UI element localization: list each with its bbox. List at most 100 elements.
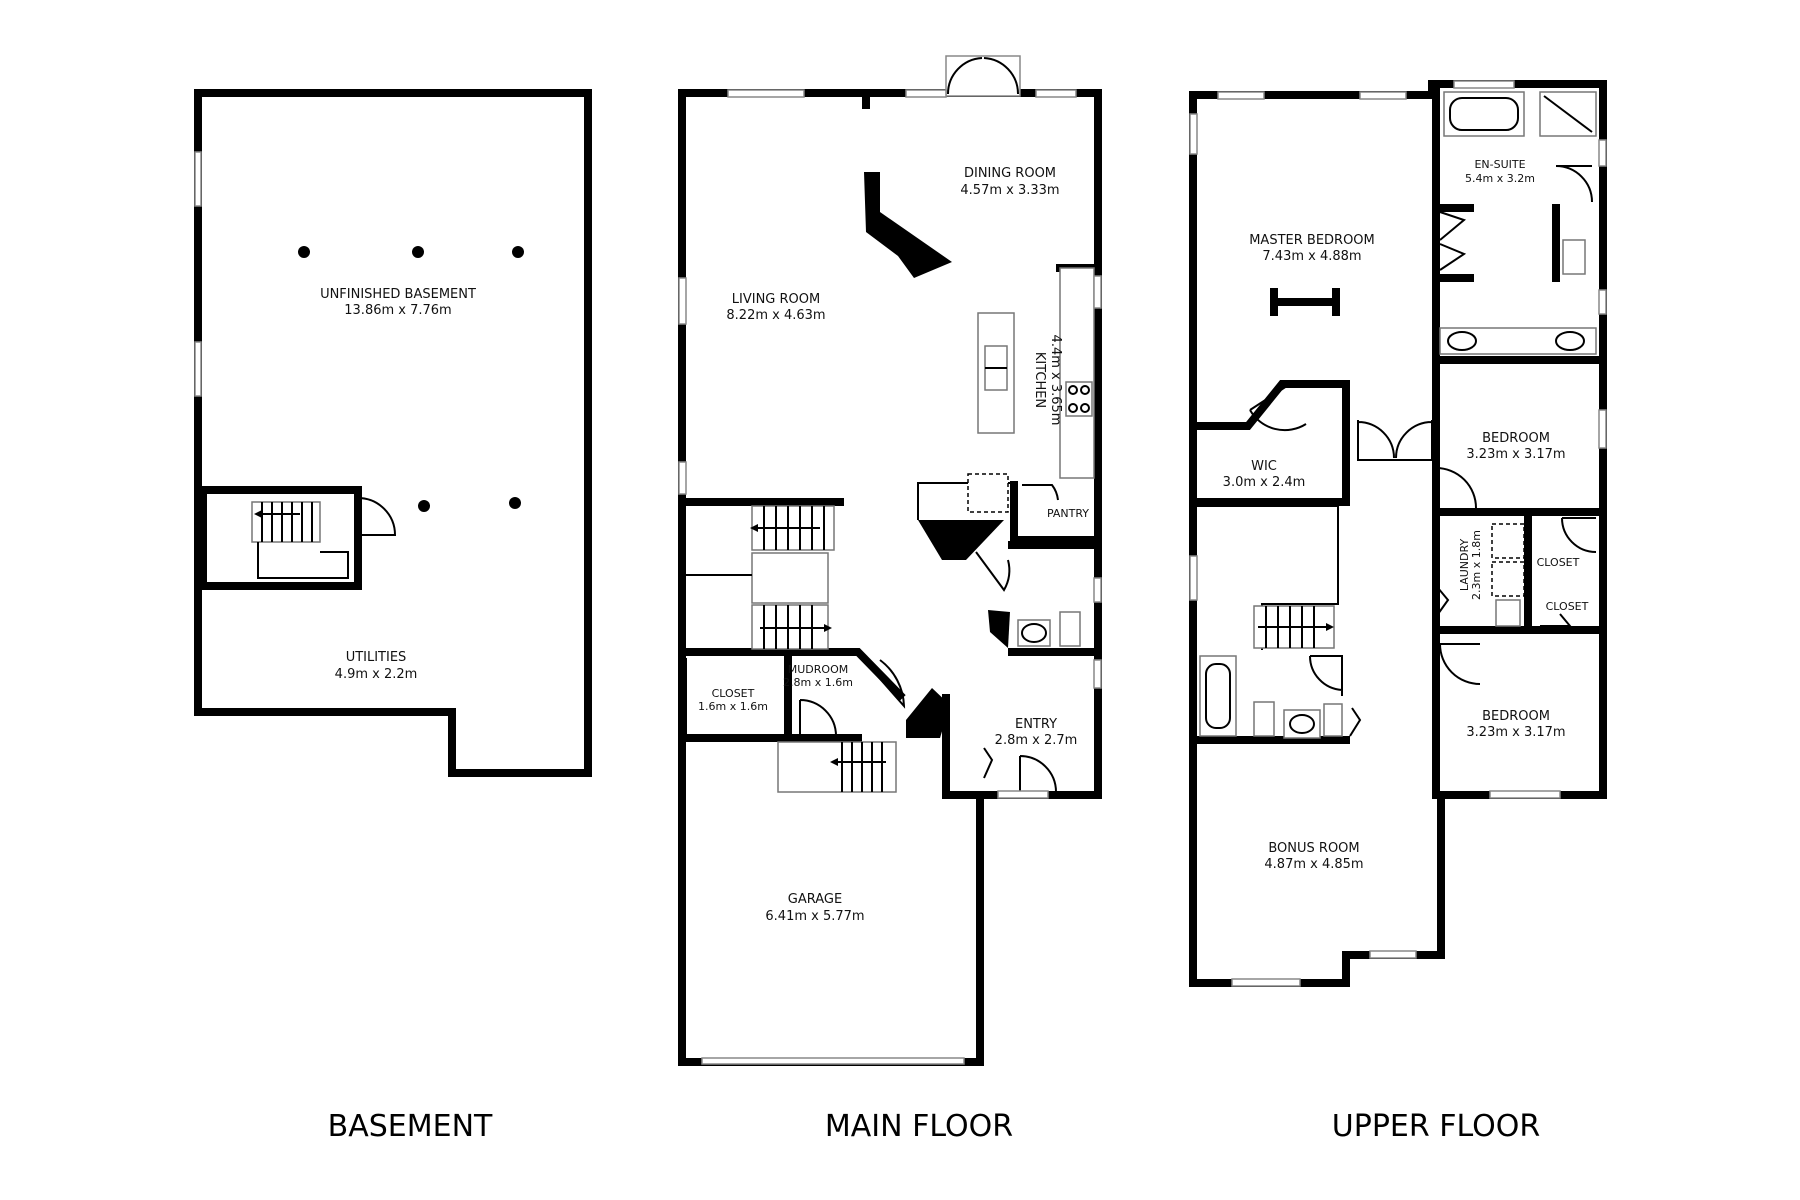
room-size: 1.6m x 1.6m — [698, 700, 768, 713]
room-name: UNFINISHED BASEMENT — [320, 287, 476, 302]
basement-outline — [194, 89, 592, 777]
angled-wall — [988, 610, 1010, 648]
room-size: 2.8m x 2.7m — [995, 733, 1078, 748]
upper-window — [1217, 91, 1265, 100]
main-window — [727, 89, 805, 98]
bedroom1-wall — [1432, 356, 1603, 516]
room-name: UTILITIES — [346, 650, 407, 665]
bath-door — [1308, 655, 1343, 696]
ensuite-door — [1555, 165, 1593, 203]
main-window — [1035, 89, 1077, 98]
main-window — [997, 790, 1049, 799]
room-size: 6.41m x 5.77m — [765, 909, 864, 924]
room-size: 8.22m x 4.63m — [726, 308, 825, 323]
mudroom-wall — [682, 648, 906, 701]
basement-window — [194, 341, 202, 397]
wic-door — [1249, 383, 1307, 432]
main-toilet — [1253, 701, 1275, 737]
floor-title-basement: BASEMENT — [328, 1109, 493, 1144]
entry-wall — [942, 694, 984, 799]
room-name: ENTRY — [1015, 717, 1057, 732]
entry-side-door — [983, 747, 994, 779]
room-name: PANTRY — [1047, 507, 1089, 520]
main-stairs — [685, 505, 835, 738]
support-column — [418, 500, 430, 512]
room-name: CLOSET — [1546, 600, 1589, 613]
room-name: BEDROOM — [1482, 709, 1550, 724]
powder-door — [975, 551, 1011, 592]
basement-stair-enclosure — [199, 486, 362, 590]
room-name: MASTER BEDROOM — [1249, 233, 1375, 248]
angled-wall — [906, 688, 950, 738]
garage-door — [701, 1057, 965, 1065]
patio-door — [945, 55, 1021, 97]
room-name: CLOSET — [1537, 556, 1580, 569]
mudroom-side-door — [859, 655, 906, 709]
floor-title-upper: UPPER FLOOR — [1332, 1109, 1540, 1144]
room-name: WIC — [1251, 459, 1277, 474]
upper-window — [1189, 555, 1198, 601]
garage-stairs — [777, 741, 897, 793]
room-size: 3.23m x 3.17m — [1466, 725, 1565, 740]
washer — [1491, 523, 1525, 559]
support-column — [509, 497, 521, 509]
ensuite-toilet — [1562, 239, 1586, 275]
room-size: 5.4m x 3.2m — [1465, 172, 1535, 185]
upper-window — [1369, 950, 1417, 959]
upper-window — [1598, 289, 1607, 315]
room-size: 13.86m x 7.76m — [344, 303, 451, 318]
upper-floor: MASTER BEDROOM 7.43m x 4.88m EN-SUITE 5.… — [1189, 80, 1607, 987]
main-floor: DINING ROOM 4.57m x 3.33m LIVING ROOM 8.… — [678, 55, 1102, 1066]
room-size: 3.0m x 2.4m — [1223, 475, 1306, 490]
mudroom-door — [799, 699, 837, 737]
dryer — [1491, 561, 1525, 597]
pantry-wall — [1010, 481, 1102, 544]
main-window — [1093, 577, 1102, 603]
upper-window — [1598, 409, 1607, 449]
basement-stair-door — [357, 497, 397, 536]
linen-closet — [1323, 703, 1343, 737]
room-size: 4.4m x 3.65m — [1048, 335, 1063, 426]
powder-toilet — [1059, 611, 1081, 647]
upper-window — [1189, 113, 1198, 155]
room-name: LAUNDRY — [1458, 539, 1471, 592]
support-column — [298, 246, 310, 258]
main-window — [1093, 275, 1102, 309]
room-name: BEDROOM — [1482, 431, 1550, 446]
kitchen-counter — [1059, 267, 1095, 479]
laundry-door — [1437, 587, 1450, 615]
fireplace — [864, 172, 952, 278]
room-size: 4.57m x 3.33m — [960, 183, 1059, 198]
room-name: LIVING ROOM — [732, 292, 820, 307]
room-name: DINING ROOM — [964, 166, 1056, 181]
room-size: 2.8m x 1.6m — [783, 676, 853, 689]
basement-window — [194, 151, 202, 207]
upper-window — [1489, 790, 1561, 799]
room-size: 2.3m x 1.8m — [1470, 530, 1483, 600]
basement-floor: UNFINISHED BASEMENT 13.86m x 7.76m UTILI… — [194, 89, 592, 777]
closet-door — [1561, 517, 1597, 553]
room-name: GARAGE — [788, 892, 842, 907]
master-double-door — [1357, 420, 1433, 461]
laundry-sink — [1495, 599, 1521, 627]
floor-title-main: MAIN FLOOR — [825, 1109, 1013, 1144]
basement-stairs — [251, 501, 349, 579]
upper-window — [1598, 139, 1607, 167]
laundry-wall — [1432, 516, 1603, 634]
support-column — [412, 246, 424, 258]
upper-stairs — [1253, 605, 1335, 649]
main-window — [1093, 659, 1102, 689]
upper-outline — [1189, 80, 1607, 987]
ensuite-closet-door — [1439, 211, 1467, 271]
support-column — [512, 246, 524, 258]
closet-door — [1540, 613, 1573, 627]
room-size: 3.23m x 3.17m — [1466, 447, 1565, 462]
upper-window — [1231, 978, 1301, 987]
entry-door — [1019, 755, 1057, 793]
main-window — [905, 89, 947, 98]
room-size: 4.87m x 4.85m — [1264, 857, 1363, 872]
main-window — [678, 277, 687, 325]
bedroom2-door — [1439, 643, 1481, 685]
room-name: CLOSET — [712, 687, 755, 700]
